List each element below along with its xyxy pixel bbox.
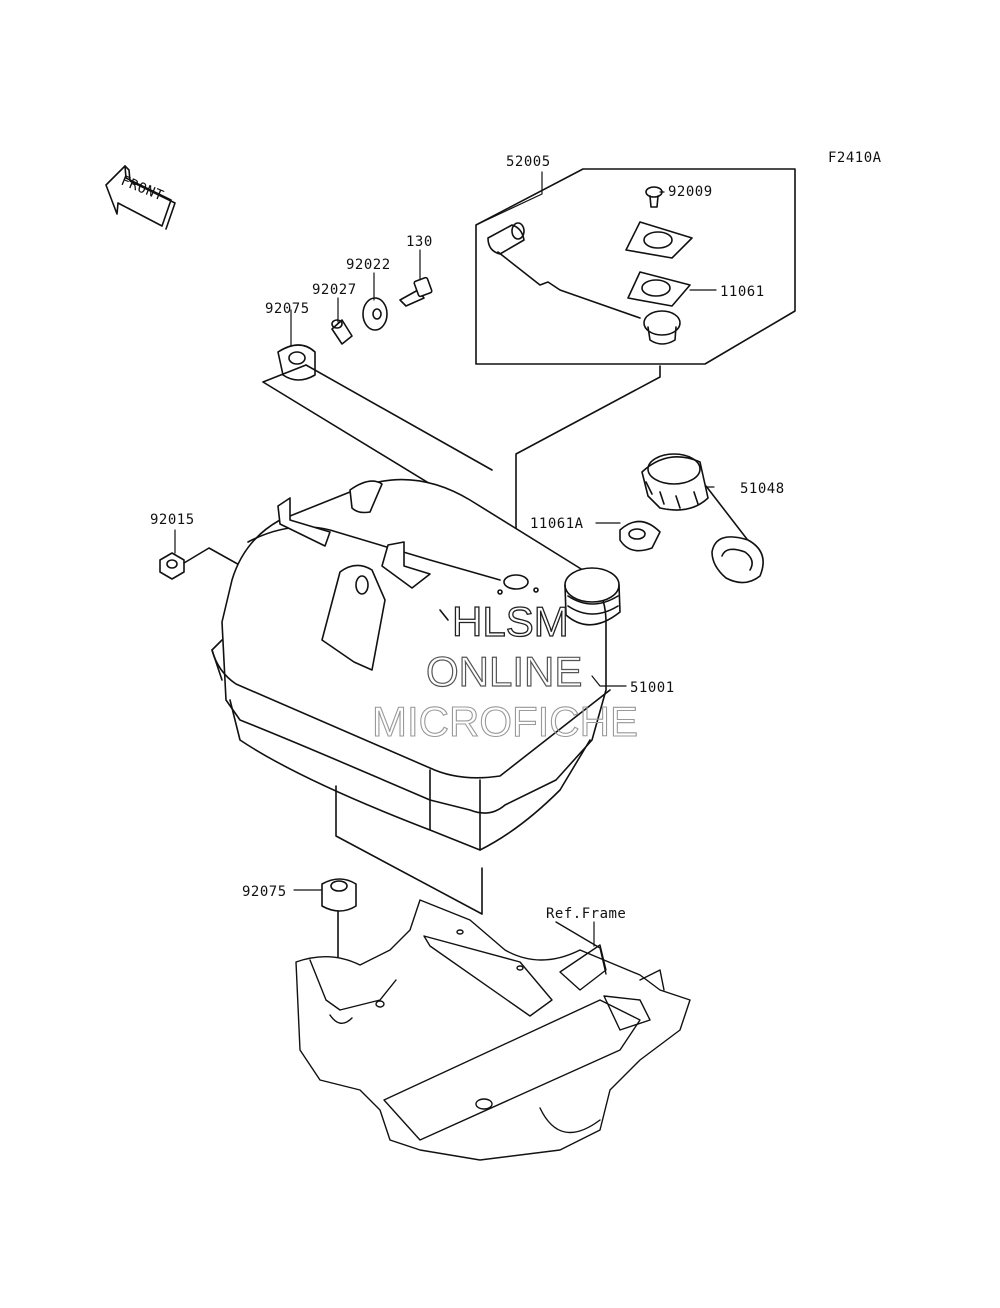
part-label-92027: 92027 [312, 282, 357, 298]
watermark: HLSM ONLINE MICROFICHE [371, 597, 638, 745]
retaining-plate [625, 221, 693, 259]
part-label-11061: 11061 [720, 284, 765, 300]
part-label-92022: 92022 [346, 257, 391, 273]
gasket-11061a [619, 520, 661, 552]
watermark-line-3: MICROFICHE [372, 698, 638, 745]
fuel-tank-51001 [211, 478, 621, 851]
washer-92022 [362, 297, 388, 331]
part-label-51048: 51048 [740, 481, 785, 497]
ref-frame-label: Ref.Frame [546, 906, 626, 922]
gasket-11061 [627, 271, 691, 307]
part-label-11061a: 11061A [530, 516, 584, 532]
screw-92009 [645, 186, 663, 208]
rubber-damper-top [277, 344, 316, 381]
rubber-damper-bottom [321, 878, 357, 912]
watermark-line-2: ONLINE [426, 648, 582, 695]
part-label-92075-top: 92075 [265, 301, 310, 317]
watermark-line-1: HLSM [452, 598, 569, 645]
part-label-92009: 92009 [668, 184, 713, 200]
bolt-130 [399, 276, 433, 307]
figure-code: F2410A [828, 150, 882, 166]
front-direction-arrow [105, 165, 176, 230]
part-label-130: 130 [406, 234, 433, 250]
part-label-92075-bottom: 92075 [242, 884, 287, 900]
part-label-92015: 92015 [150, 512, 195, 528]
callout-leader-lines [174, 171, 717, 947]
part-label-52005: 52005 [506, 154, 551, 170]
vehicle-frame-reference [295, 899, 691, 1161]
mount-leader-lines [262, 364, 661, 581]
collar-92027 [331, 319, 353, 345]
fuel-level-sender [487, 222, 681, 345]
sender-assembly-group-outline [475, 168, 796, 365]
fuel-cap-51048 [641, 453, 764, 584]
part-label-51001: 51001 [630, 680, 675, 696]
